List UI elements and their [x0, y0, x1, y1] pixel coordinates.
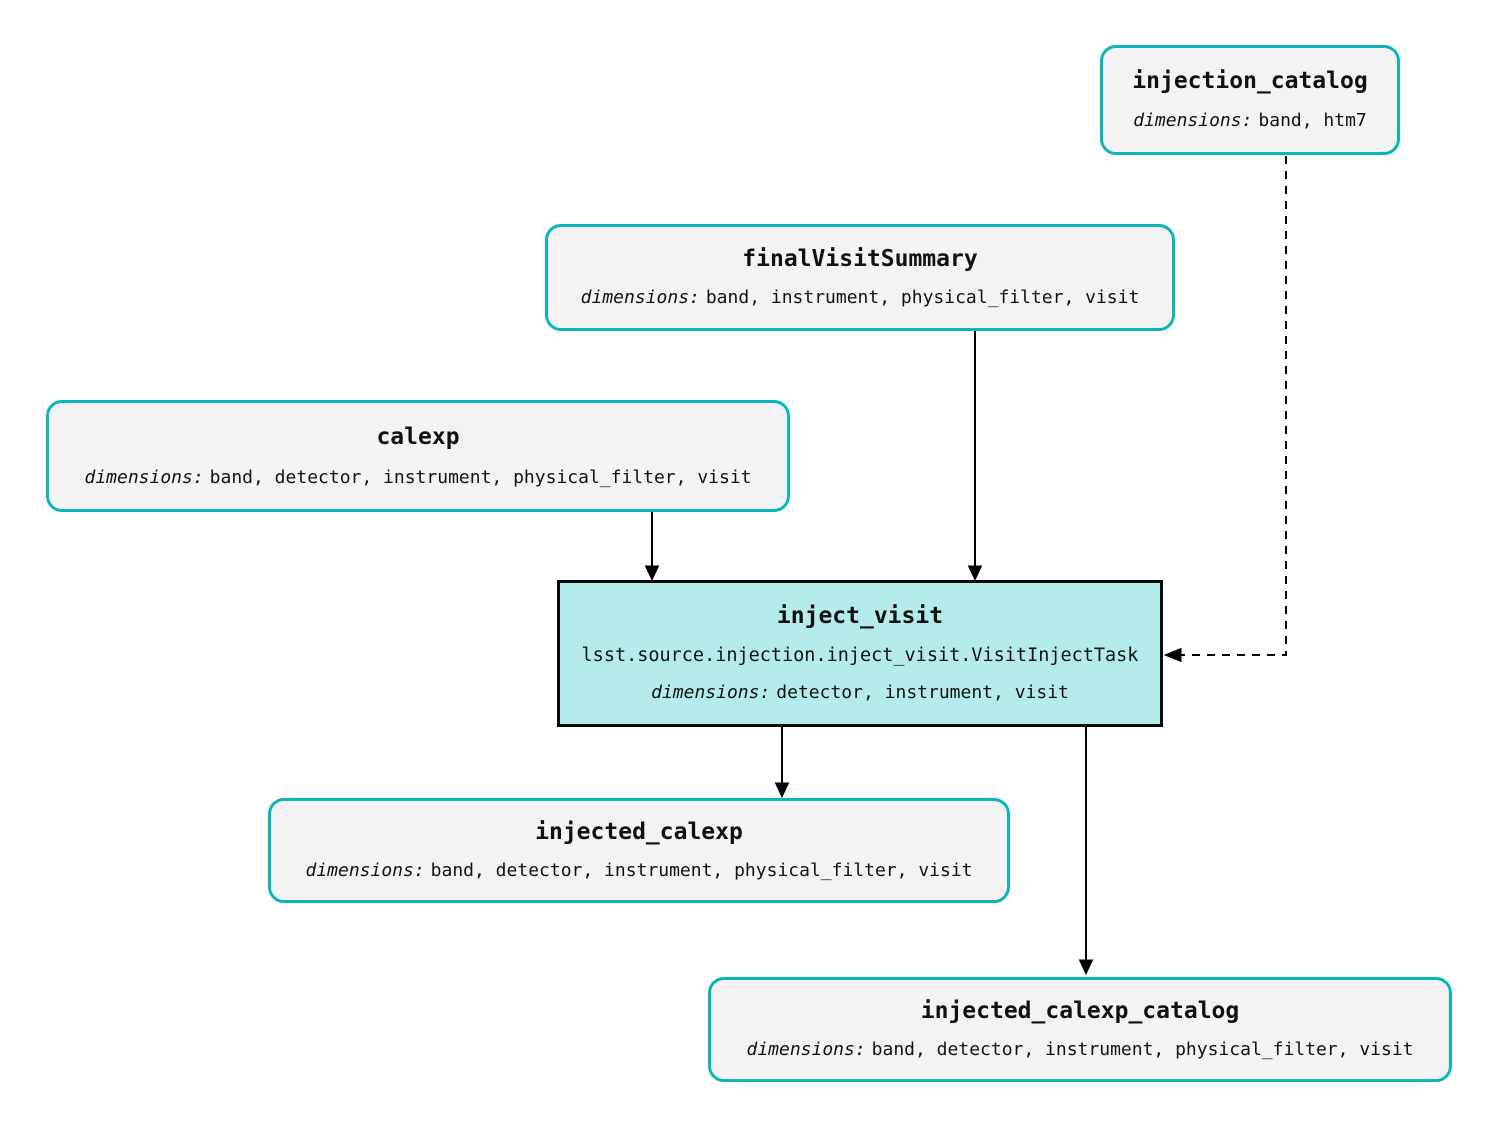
- dimensions-label: dimensions:: [84, 466, 204, 488]
- dimensions-label: dimensions:: [746, 1038, 866, 1060]
- edge-inject-visit-to-injected-calexp: [774, 727, 790, 799]
- edge-injection-catalog-to-inject-visit: [1163, 156, 1287, 663]
- dimensions-value: band, instrument, physical_filter, visit: [705, 287, 1140, 309]
- edge-finalvisitsummary-to-inject-visit: [967, 331, 983, 582]
- dimensions-label: dimensions:: [580, 287, 700, 309]
- node-title: injection_catalog: [1132, 67, 1368, 94]
- task-class-path: lsst.source.injection.inject_visit.Visit…: [581, 645, 1139, 667]
- dimensions-value: band, detector, instrument, physical_fil…: [209, 466, 752, 488]
- dimensions-value: detector, instrument, visit: [776, 682, 1069, 704]
- dimensions-value: band, detector, instrument, physical_fil…: [430, 859, 973, 881]
- node-title: finalVisitSummary: [742, 245, 978, 272]
- node-dimensions: dimensions:band, htm7: [1133, 111, 1367, 131]
- node-title: calexp: [376, 423, 460, 450]
- node-injected-calexp-catalog: injected_calexp_catalog dimensions:band,…: [708, 977, 1452, 1082]
- dimensions-label: dimensions:: [651, 682, 771, 704]
- edge-calexp-to-inject-visit: [644, 512, 660, 582]
- node-title: inject_visit: [776, 602, 944, 629]
- node-dimensions: dimensions:band, detector, instrument, p…: [84, 466, 752, 488]
- node-injected-calexp: injected_calexp dimensions:band, detecto…: [268, 798, 1010, 903]
- node-title: injected_calexp: [535, 819, 743, 846]
- dimensions-value: band, detector, instrument, physical_fil…: [871, 1038, 1414, 1060]
- node-dimensions: dimensions:band, detector, instrument, p…: [305, 859, 973, 881]
- dimensions-value: band, htm7: [1258, 110, 1367, 132]
- node-dimensions: dimensions:band, instrument, physical_fi…: [581, 288, 1140, 308]
- edge-inject-visit-to-injected-calexp-catalog: [1078, 727, 1094, 976]
- node-finalvisitsummary: finalVisitSummary dimensions:band, instr…: [545, 224, 1175, 331]
- node-inject-visit-task: inject_visit lsst.source.injection.injec…: [557, 580, 1163, 727]
- node-calexp: calexp dimensions:band, detector, instru…: [46, 400, 790, 512]
- node-dimensions: dimensions:detector, instrument, visit: [651, 683, 1069, 703]
- node-dimensions: dimensions:band, detector, instrument, p…: [746, 1038, 1414, 1060]
- node-injection-catalog: injection_catalog dimensions:band, htm7: [1100, 45, 1400, 155]
- node-title: injected_calexp_catalog: [920, 998, 1240, 1025]
- dimensions-label: dimensions:: [305, 859, 425, 881]
- dimensions-label: dimensions:: [1133, 110, 1253, 132]
